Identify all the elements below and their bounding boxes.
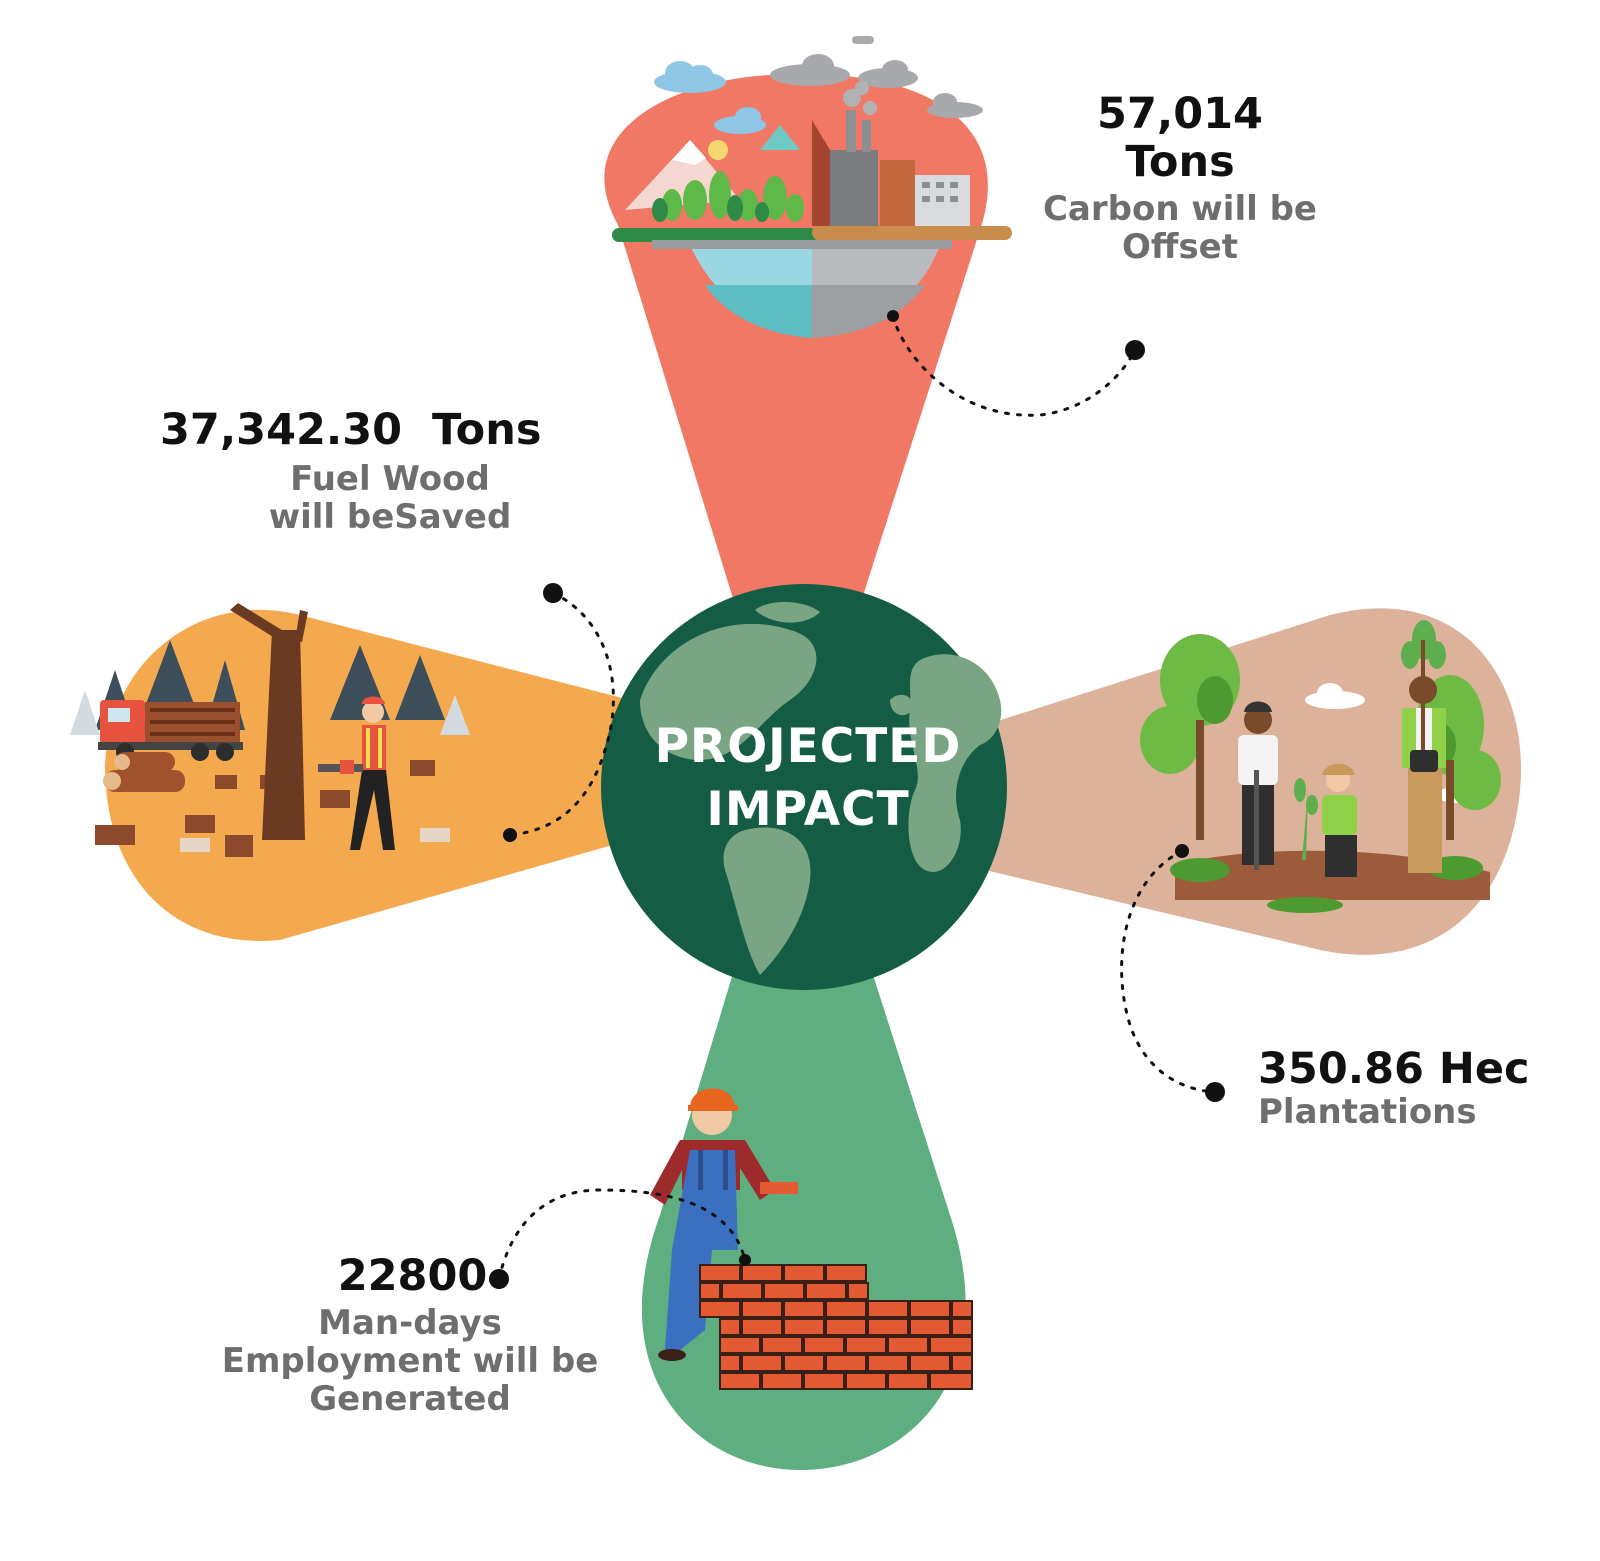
- tree-planting-illustration: [1140, 620, 1501, 913]
- center-title-line1: PROJECTED: [655, 719, 962, 774]
- employment-value: 22800: [337, 1251, 488, 1301]
- carbon-desc-line1: Carbon will be: [1042, 189, 1317, 230]
- plantation-desc: Plantations: [1258, 1092, 1477, 1133]
- lumberjack-illustration: [70, 603, 470, 857]
- carbon-value-line2: Tons: [1125, 137, 1235, 188]
- fuelwood-desc-line1: Fuel Wood: [290, 459, 490, 500]
- plantation-value: 350.86 Hec: [1258, 1044, 1530, 1094]
- plantation-dot: [1175, 844, 1189, 858]
- employment-label: 22800 Man-days Employment will be Genera…: [210, 1251, 610, 1420]
- globe-icon: PROJECTED IMPACT: [601, 584, 1007, 990]
- fuelwood-dot: [503, 828, 517, 842]
- fuelwood-label: 37,342.30 Tons Fuel Wood will beSaved: [160, 406, 580, 536]
- carbon-value-line1: 57,014: [1097, 89, 1263, 139]
- factory-island-illustration: [612, 36, 1012, 338]
- employment-desc-line1: Man-days: [318, 1303, 502, 1344]
- carbon-petal: [604, 74, 988, 605]
- carbon-label: 57,014 Tons Carbon will be Offset: [1020, 89, 1340, 268]
- center-title-line2: IMPACT: [706, 782, 909, 837]
- employment-dot: [739, 1254, 751, 1266]
- plantation-dot: [1205, 1082, 1225, 1102]
- employment-dot: [489, 1269, 509, 1289]
- carbon-dot: [887, 310, 899, 322]
- employment-connector: [497, 1188, 747, 1281]
- fuelwood-value: 37,342.30 Tons: [160, 405, 542, 455]
- plantation-label: 350.86 Hec Plantations: [1258, 1045, 1548, 1131]
- carbon-connector: [891, 314, 1137, 417]
- fuelwood-connector: [508, 591, 615, 837]
- carbon-dot: [1125, 340, 1145, 360]
- brick-wall: [699, 1264, 973, 1390]
- employment-desc-line2: Employment will be: [221, 1341, 599, 1382]
- fuelwood-desc-line2: will beSaved: [268, 497, 512, 538]
- employment-desc-line3: Generated: [309, 1379, 511, 1420]
- fuelwood-dot: [543, 583, 563, 603]
- carbon-desc-line2: Offset: [1122, 227, 1238, 268]
- bricklayer-illustration: [650, 1088, 973, 1390]
- cloud-icon: [770, 36, 983, 118]
- cloud-icon: [654, 61, 766, 134]
- plantation-connector: [1120, 849, 1217, 1094]
